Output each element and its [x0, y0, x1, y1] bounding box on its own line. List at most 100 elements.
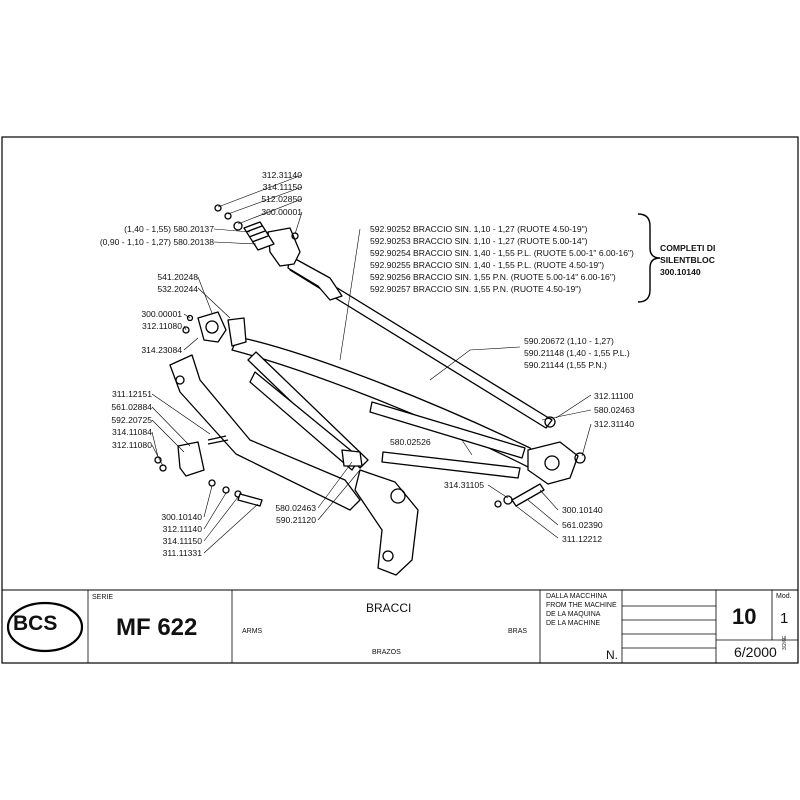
label-311-12212: 311.12212 [562, 534, 602, 544]
fork-bore [544, 455, 560, 471]
diagonal-strut [247, 351, 369, 469]
rod-end-ball [544, 416, 556, 428]
logo-oval [6, 601, 84, 653]
bushing-cap [227, 317, 247, 347]
lower-strut [249, 371, 361, 471]
label-300-10140-left: 300.10140 [161, 512, 202, 522]
label-590-21120: 590.21120 [276, 515, 316, 525]
rod-580-02526 [381, 451, 521, 479]
bushing-bore [205, 320, 219, 334]
bellows-ribs [245, 225, 269, 243]
nut-312-31140 [214, 204, 222, 212]
bolt-311-12151 [207, 435, 229, 445]
washer-314-11150 [224, 212, 232, 220]
table-number: 10 [732, 604, 757, 629]
sheet-frame [1, 136, 799, 664]
plate-bolt-hole [382, 550, 394, 562]
mod-caption: Mod. [776, 593, 792, 600]
nut-312-11080 [182, 326, 190, 334]
rod-label: 590.21144 (1,55 P.N.) [524, 360, 607, 370]
list-brace [637, 213, 661, 303]
completi-line: SILENTBLOC [660, 255, 715, 265]
title-block-grid [87, 590, 798, 663]
bracket-hole [175, 375, 185, 385]
rubber-bellows [243, 221, 275, 251]
leader-lines [151, 174, 592, 554]
mod-number: 1 [780, 610, 789, 627]
silentbloc-bushing [197, 311, 227, 343]
rod-fork-end [287, 255, 343, 301]
nut-312-11140 [222, 486, 230, 494]
braccio-item: 592.90257 BRACCIO SIN. 1,55 P.N. (RUOTE … [370, 284, 582, 294]
bcs-logo: BCS [13, 612, 58, 635]
completi-line: 300.10140 [660, 267, 701, 277]
frame-bracket [169, 354, 361, 511]
label-311-12151: 311.12151 [112, 389, 152, 399]
main-plate [354, 469, 419, 576]
label-541-20248: 541.20248 [157, 272, 198, 282]
braccio-item: 592.90252 BRACCIO SIN. 1,10 - 1,27 (RUOT… [370, 224, 588, 234]
rod-label: 590.20672 (1,10 - 1,27) [524, 336, 614, 346]
label-311-11331: 311.11331 [162, 548, 202, 558]
label-314-11150-low: 314.11150 [162, 536, 202, 546]
label-300-00001-mid: 300.00001 [141, 309, 182, 319]
nut-right-lower [494, 500, 502, 508]
rod-580-02463 [369, 401, 526, 459]
label-580-20137: (1,40 - 1,55) 580.20137 [124, 224, 214, 234]
label-300-00001-top: 300.00001 [261, 207, 302, 217]
source-line: DALLA MACCHINA [546, 593, 608, 600]
source-line: DE LA MAQUINA [546, 611, 601, 618]
bolt-311-12212 [511, 483, 545, 507]
label-512-02850: 512.02850 [261, 194, 302, 204]
label-561-02390: 561.02390 [562, 520, 603, 530]
completi-line: COMPLETI DI [660, 243, 716, 253]
label-314-31105: 314.31105 [444, 480, 484, 490]
label-592-20725: 592.20725 [111, 415, 152, 425]
grease-nipple-300-00001 [291, 232, 299, 240]
title-italian: BRACCI [366, 601, 412, 615]
title-spanish: BRAZOS [372, 649, 401, 656]
model-number: MF 622 [116, 614, 198, 641]
date: 6/2000 [734, 644, 777, 660]
label-314-23084: 314.23084 [141, 345, 182, 355]
source-line: FROM THE MACHINE [546, 602, 617, 609]
label-580-02463-left: 580.02463 [275, 503, 316, 513]
label-532-20244: 532.20244 [157, 284, 198, 294]
label-312-31140-right: 312.31140 [594, 419, 634, 429]
label-312-31140: 312.31140 [262, 170, 302, 180]
braccio-item: 592.90253 BRACCIO SIN. 1,10 - 1,27 (RUOT… [370, 236, 588, 246]
n-label: N. [606, 648, 618, 662]
label-312-11080-mid: 312.11080 [142, 321, 182, 331]
braccio-item: 592.90256 BRACCIO SIN. 1,55 P.N. (RUOTE … [370, 272, 616, 282]
clamp-plate-592-20725 [177, 441, 205, 477]
rod-label: 590.21148 (1,40 - 1,55 P.L.) [524, 348, 630, 358]
washer-314-31105 [503, 495, 513, 505]
label-314-11150: 314.11150 [262, 182, 302, 192]
nut-312-31140-right [574, 452, 586, 464]
label-561-02884: 561.02884 [111, 402, 152, 412]
bolt-head-300-10140 [208, 479, 216, 487]
label-314-11084: 314.11084 [112, 427, 152, 437]
plate-pivot [390, 488, 406, 504]
nipple-300-00001-mid [186, 314, 194, 322]
braccio-item: 592.90255 BRACCIO SIN. 1,40 - 1,55 P.L. … [370, 260, 605, 270]
title-french: BRAS [508, 628, 528, 635]
label-312-11080-low: 312.11080 [112, 440, 152, 450]
label-312-11100: 312.11100 [594, 391, 634, 401]
label-580-02526: 580.02526 [390, 437, 431, 447]
bolt-311-11331 [237, 493, 263, 507]
label-300-10140-right: 300.10140 [562, 505, 603, 515]
right-fork-housing [527, 441, 579, 485]
label-580-20138: (0,90 - 1,10 - 1,27) 580.20138 [99, 237, 214, 247]
braccio-item: 592.90254 BRACCIO SIN. 1,40 - 1,55 P.L. … [370, 248, 634, 258]
label-580-02463-right: 580.02463 [594, 405, 635, 415]
label-312-11140: 312.11140 [162, 524, 202, 534]
serie-caption: SERIE [92, 594, 114, 601]
nut-312-11080-low [159, 464, 167, 472]
source-line: DE LA MACHINE [546, 620, 601, 627]
bracket-590-21120 [341, 449, 363, 467]
side-code: 3/2/6E [782, 635, 788, 650]
title-english: ARMS [242, 628, 263, 635]
